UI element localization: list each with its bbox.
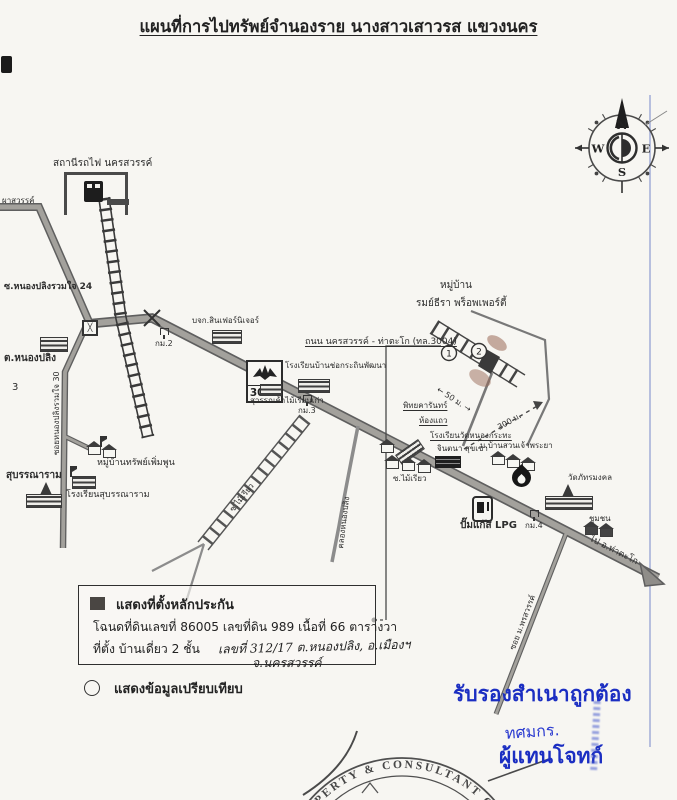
scan-edge-line — [649, 95, 651, 747]
house-icon — [400, 457, 416, 471]
canal-label: คลองหนองปลิง — [336, 496, 352, 550]
compass-rose: N W E S — [575, 98, 669, 193]
legend-square-icon — [90, 597, 105, 610]
plaintiff-representative-label: ผู้แทนโจทก์ — [499, 744, 604, 768]
furniture-label: บจก.สินเฟอร์นิเจอร์ — [192, 316, 259, 325]
svg-text:1: 1 — [446, 350, 452, 360]
legend-box — [78, 585, 376, 665]
station-label: สถานีรถไฟ นครสวรรค์ — [53, 158, 153, 169]
legend-deed-line: โฉนดที่ดินเลขที่ 86005 เลขที่ดิน 989 เนื… — [93, 620, 398, 634]
highlight-smudge — [469, 369, 491, 387]
tambon-label: ต.หนองปลิง — [4, 353, 56, 364]
school-suban-label: โรงเรียนสุบรรณาราม — [66, 490, 150, 500]
rowhouses-label: ห้องแถว — [419, 416, 448, 425]
flag-icon — [100, 436, 106, 447]
ban-suan-label: ม.บ้านสวนเจ้าพระยา — [480, 441, 553, 450]
railway-track — [97, 196, 155, 439]
svg-text:2: 2 — [476, 348, 482, 358]
legend-item2-label: แสดงข้อมูลเปรียบเทียบ — [114, 682, 243, 697]
house-icon — [379, 439, 395, 453]
property-plot-row — [429, 320, 526, 388]
school-building-icon — [298, 379, 330, 393]
page-title: แผนที่การไปทรัพย์จำนองราย นางสาวเสาวรส แ… — [139, 17, 538, 36]
km4-post-icon — [530, 510, 539, 521]
soi-maireo-road-label: ซ.ไม้เรียว — [228, 481, 256, 514]
compass-s-label: S — [618, 165, 626, 179]
soi-branch-label: ซอย ม.พรสวรรค์ — [508, 593, 538, 652]
plot-number-1: 1 — [440, 344, 458, 362]
lpg-label: ปั๊มแก๊ส LPG — [460, 520, 517, 531]
pittaya-label: พิทยคารันทร์ — [403, 401, 448, 410]
temple-icon — [545, 496, 593, 510]
soi30-label: ซอยหนองปลิงรวมใจ 30 — [52, 371, 61, 455]
house-icon — [505, 454, 521, 468]
railway-crossing-icon — [143, 309, 161, 327]
temple-spire-icon — [562, 484, 574, 497]
km3-label: กม.3 — [298, 406, 316, 415]
train-icon — [84, 181, 103, 202]
house-icon — [416, 459, 432, 473]
svg-text:E PROPERTY & CONSULTANT C: E PROPERTY & CONSULTANT C — [287, 759, 496, 800]
sawmill-label: สุวรรณค้าไม้เรียนเก่า — [250, 396, 324, 405]
legend-item1-label: แสดงที่ตั้งหลักประกัน — [116, 598, 234, 613]
km4-label: กม.4 — [525, 521, 543, 530]
legend-circle-icon — [84, 680, 100, 696]
junction-icon: ╳ — [82, 320, 98, 336]
compass-w-label: W — [591, 142, 606, 156]
village-name-line2: รมย์ธีรา พร็อพเพอร์ตี้ — [416, 298, 507, 309]
school-nong-label: โรงเรียนวัดหนองกระทะ — [430, 431, 512, 440]
house-icon — [490, 451, 506, 465]
house-icon — [384, 455, 400, 469]
wat-pattara-label: วัดภัทรมงคล — [568, 473, 612, 482]
house-icon — [86, 441, 102, 455]
lpg-pump-icon — [472, 496, 493, 522]
village-name-line1: หมู่บ้าน — [440, 280, 472, 291]
flag-icon — [70, 466, 76, 477]
stamp-arc-text: E PROPERTY & CONSULTANT C — [287, 759, 493, 800]
legend-province-handwritten: จ.นครสวรรค์ — [252, 656, 322, 670]
highway-arrowhead — [638, 560, 666, 587]
person-label: จินตนา สุขเขา — [437, 444, 488, 453]
sawmill-building-icon — [260, 384, 282, 396]
house-icon — [598, 523, 614, 537]
station-platform — [107, 199, 129, 205]
km2-post-icon — [160, 328, 169, 339]
dark-building-icon — [435, 456, 461, 468]
furniture-building-icon — [212, 330, 242, 344]
subject-plot-filled — [478, 349, 500, 374]
highlight-smudge — [487, 335, 507, 351]
soi24-label: ซ.หนองปลิงรวมใจ 24 — [4, 282, 93, 292]
wat-suban-label: สุบรรณาราม — [6, 470, 62, 481]
certified-copy-label: รับรองสำเนาถูกต้อง — [453, 682, 632, 706]
city-road-label: ผาสวรรค์ — [2, 196, 35, 205]
school-icon — [72, 476, 96, 489]
village-sap-label: หมู่บ้านทรัพย์เพิ่มพูน — [97, 458, 175, 468]
highway-name-label: ถนน นครสวรรค์ - ท่าตะโก (ทล.3004) — [305, 337, 457, 347]
tambon-office-icon — [40, 337, 68, 352]
temple-spire-icon — [40, 482, 52, 495]
scan-artifact-blob — [1, 56, 12, 73]
number-3-label: 3 — [12, 382, 19, 393]
compass-n-label: N — [616, 117, 627, 132]
distance-300m-label: 300 ม. — [496, 411, 523, 432]
km2-label: กม.2 — [155, 339, 173, 348]
house-icon — [101, 444, 117, 458]
station-canopy-icon — [64, 172, 128, 215]
temple-icon — [26, 494, 62, 508]
garuda-icon — [252, 365, 277, 380]
legend-location-printed: ที่ตั้ง บ้านเดี่ยว 2 ชั้น — [93, 642, 200, 656]
to-thatako-label: ไป อ.ท่าตะโก — [587, 534, 640, 568]
plot-number-2: 2 — [470, 342, 488, 360]
school-chk-label: โรงเรียนบ้านช่อกระถินพัฒนา — [285, 361, 387, 370]
company-stamp: E PROPERTY & CONSULTANT C — [287, 757, 496, 800]
km3-post-icon — [303, 395, 312, 406]
soi-maireo-label: ซ.ไม้เรียว — [393, 474, 427, 483]
house-icon — [583, 521, 599, 535]
chumchon-label: ชุมชน — [589, 514, 611, 523]
rowplot-road — [197, 414, 311, 551]
